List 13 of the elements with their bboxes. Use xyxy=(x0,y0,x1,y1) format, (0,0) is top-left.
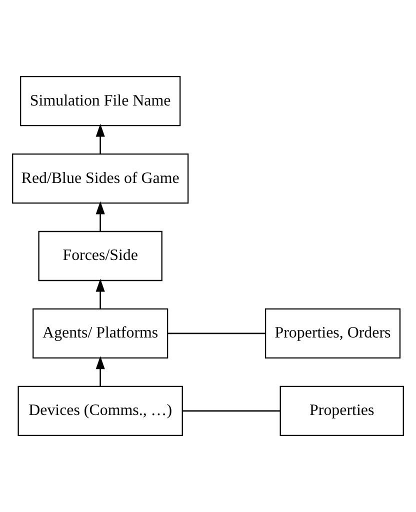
node-box: Agents/ Platforms xyxy=(32,308,168,359)
connector xyxy=(168,332,266,334)
node-box: Red/Blue Sides of Game xyxy=(12,153,189,204)
arrow xyxy=(96,278,105,309)
node-box: Forces/Side xyxy=(38,230,162,282)
node-box: Devices (Comms., …) xyxy=(18,386,183,436)
arrow xyxy=(96,124,105,154)
connector xyxy=(182,410,280,412)
node-box: Properties, Orders xyxy=(264,308,401,359)
node-box: Simulation File Name xyxy=(20,76,181,126)
arrow xyxy=(96,201,105,232)
arrow xyxy=(96,356,105,386)
node-box: Properties xyxy=(280,386,404,436)
